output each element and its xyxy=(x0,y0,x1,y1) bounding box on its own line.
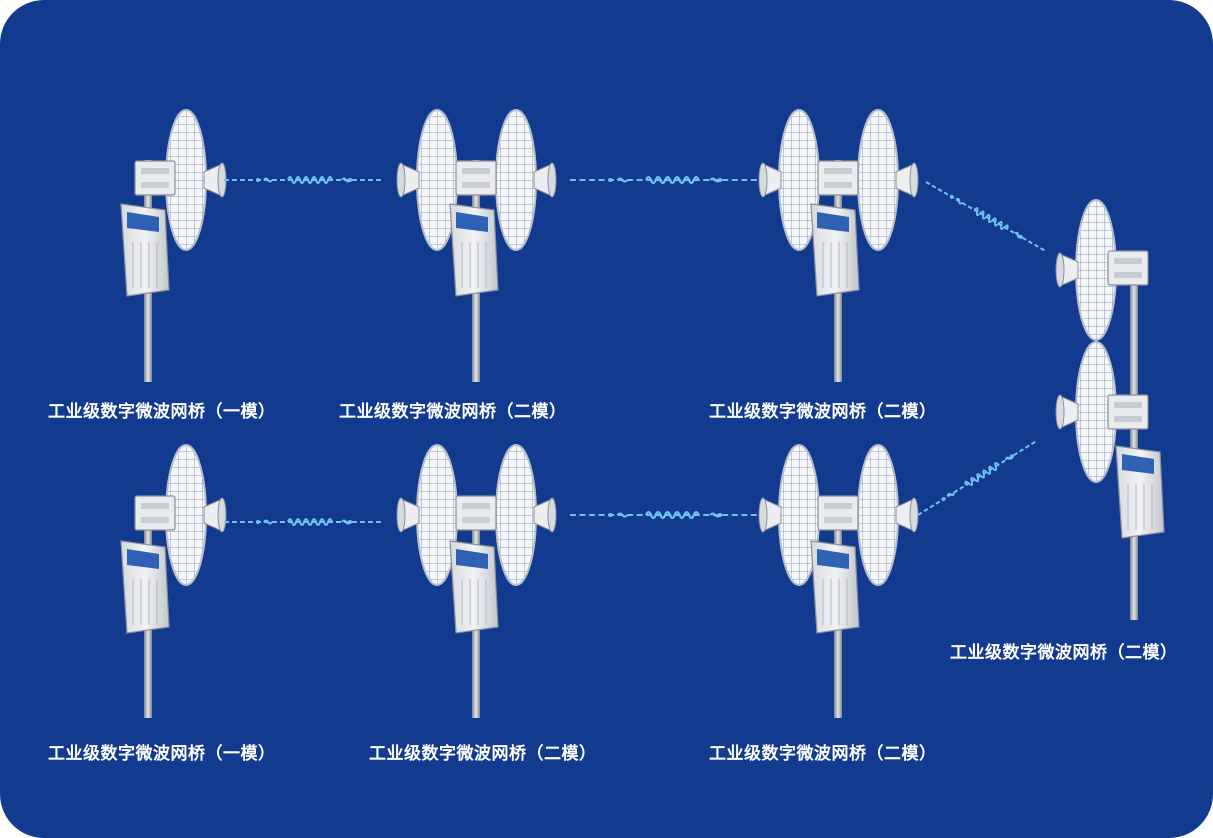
signal-link xyxy=(568,510,762,520)
bridge-node-2 xyxy=(396,109,557,382)
bridge-node-1 xyxy=(120,109,227,382)
node-label: 工业级数字微波网桥（二模） xyxy=(709,744,937,764)
node-label: 工业级数字微波网桥（一模） xyxy=(48,402,276,422)
signal-link xyxy=(915,436,1040,519)
signal-link xyxy=(923,178,1050,256)
node-label: 工业级数字微波网桥（二模） xyxy=(950,643,1178,663)
signal-link xyxy=(223,176,385,184)
node-label: 工业级数字微波网桥（二模） xyxy=(709,402,937,422)
bridge-node-7 xyxy=(1055,199,1165,620)
signal-link xyxy=(568,175,762,185)
bridge-node-5 xyxy=(396,444,557,718)
node-label: 工业级数字微波网桥（二模） xyxy=(339,402,567,422)
node-label: 工业级数字微波网桥（一模） xyxy=(48,744,276,764)
bridge-node-6 xyxy=(758,444,919,718)
signal-link xyxy=(223,518,385,526)
bridge-node-3 xyxy=(758,109,919,382)
node-label: 工业级数字微波网桥（二模） xyxy=(369,744,597,764)
bridge-node-4 xyxy=(120,444,227,718)
